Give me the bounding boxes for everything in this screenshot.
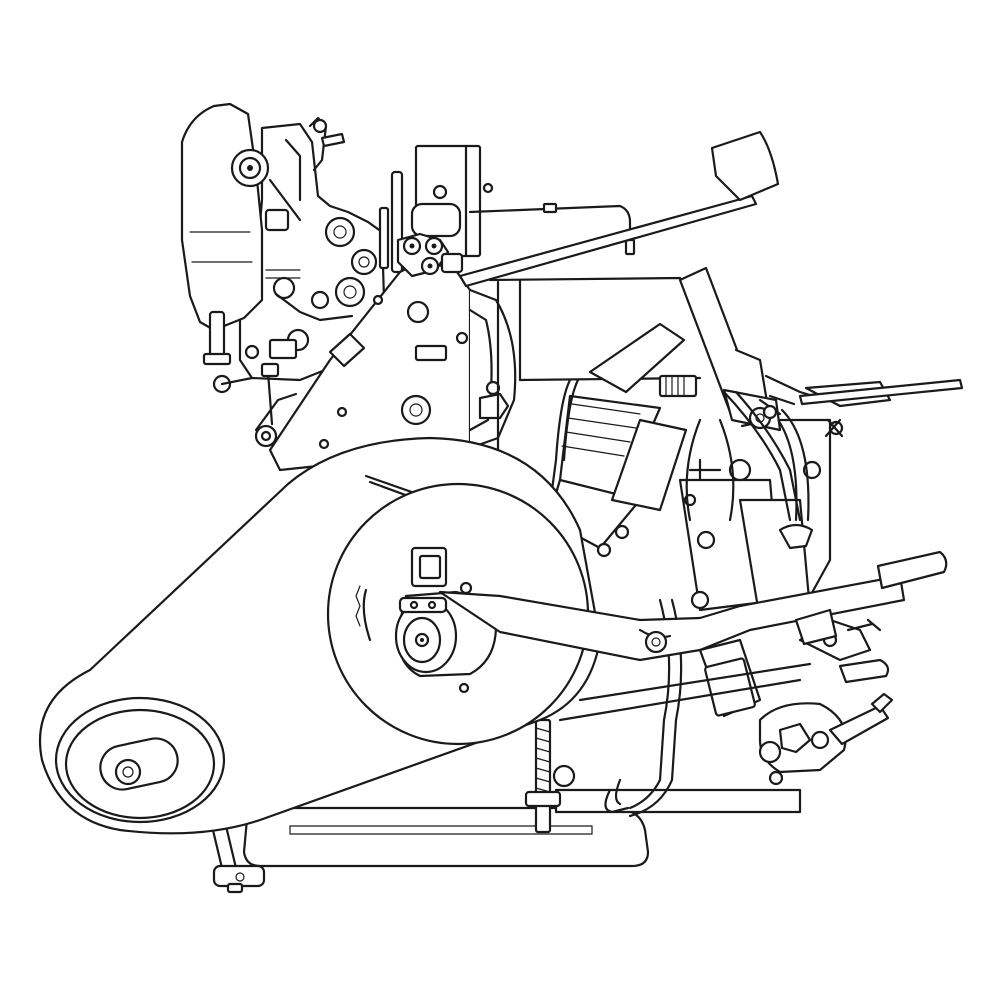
top-left-mechanism — [180, 102, 386, 382]
right-frame — [678, 266, 964, 602]
central-tower-plate — [268, 260, 517, 472]
left-handles — [212, 362, 298, 448]
hub-assembly — [394, 590, 498, 678]
top-center-fixture — [378, 144, 494, 278]
threaded-screw-column — [524, 718, 576, 834]
base-plate — [242, 788, 802, 868]
lower-pulley — [54, 696, 226, 824]
main-lever — [438, 550, 948, 718]
lower-right-clamp — [558, 608, 894, 786]
top-right-pedal-arm — [458, 130, 780, 288]
upper-right-arm — [722, 390, 814, 550]
